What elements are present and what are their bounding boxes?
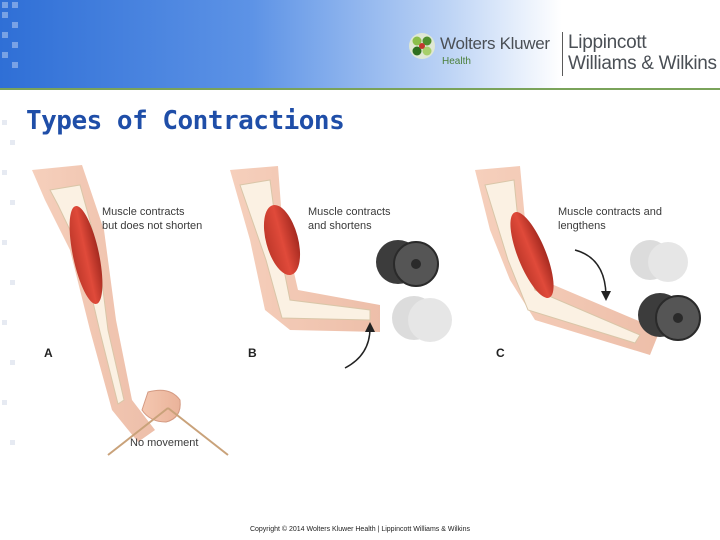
header-band (0, 0, 720, 88)
panel-b-arm (230, 166, 452, 369)
caption-panel-a: Muscle contracts but does not shorten (102, 206, 203, 232)
dumbbell-raised (376, 240, 439, 287)
slide-title: Types of Contractions (26, 106, 345, 136)
logo-divider (562, 32, 563, 76)
panel-a-arm (32, 165, 229, 456)
panel-label-a: A (44, 346, 53, 360)
caption-panel-c: Muscle contracts and lengthens (558, 206, 662, 232)
contraction-illustration: Muscle contracts but does not shorten No… (20, 160, 720, 460)
panel-label-b: B (248, 346, 257, 360)
wk-logo-icon (409, 33, 435, 59)
caption-panel-b: Muscle contracts and shortens (308, 206, 391, 232)
dumbbell-lowered (638, 293, 701, 341)
panel-label-c: C (496, 346, 505, 360)
dumbbell-raised-ghost (630, 240, 688, 282)
caption-no-movement: No movement (130, 437, 199, 449)
decorative-grid (2, 2, 18, 445)
panel-c-arm (475, 166, 701, 355)
dumbbell-lowered-ghost (392, 296, 452, 342)
header-rule (0, 88, 720, 90)
arm-diagrams (32, 165, 701, 456)
brand-lippincott: Lippincott (568, 32, 647, 53)
copyright-footer: Copyright © 2014 Wolters Kluwer Health |… (249, 526, 471, 533)
brand-williams-wilkins: Williams & Wilkins (568, 53, 717, 74)
brand-wolters-kluwer: Wolters Kluwer (440, 34, 550, 53)
brand-health: Health (442, 56, 471, 67)
publisher-logo: Wolters Kluwer Health Lippincott William… (406, 30, 718, 78)
